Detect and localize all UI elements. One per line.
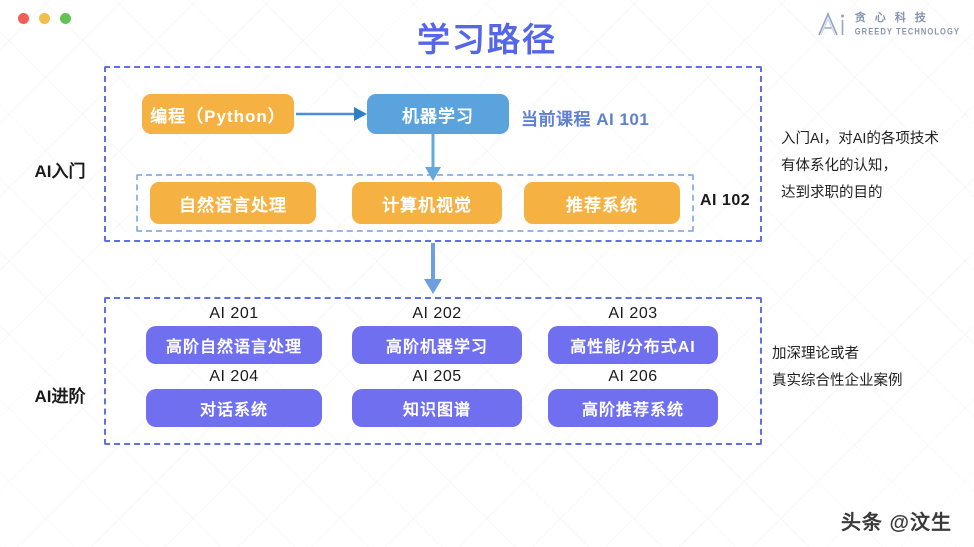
arrow-basic-to-advanced-icon [421, 243, 445, 300]
course-box-ai202[interactable]: 高阶机器学习 [352, 326, 522, 364]
logo-wordmark: 贪 心 科 技 GREEDY TECHNOLOGY [854, 12, 960, 37]
course-box-ai201[interactable]: 高阶自然语言处理 [146, 326, 322, 364]
brand-logo: 贪 心 科 技 GREEDY TECHNOLOGY [815, 10, 960, 38]
window-controls [18, 13, 71, 24]
basic-note-line-3: 达到求职的目的 [781, 185, 883, 201]
close-dot[interactable] [18, 13, 29, 24]
stage-label-basic: AI入门 [34, 162, 86, 181]
course-box-ai205[interactable]: 知识图谱 [352, 389, 522, 427]
arrow-ml-to-ai102-icon [422, 134, 444, 187]
basic-note-line-2: 有体系化的认知， [781, 158, 897, 174]
advanced-section-container [104, 297, 762, 445]
stage-label-advanced: AI进阶 [34, 387, 86, 406]
course-box-machine-learning[interactable]: 机器学习 [367, 94, 509, 134]
basic-note-line-1: 入门AI，对AI的各项技术 [781, 131, 939, 147]
maximize-dot[interactable] [60, 13, 71, 24]
course-code-ai206: AI 206 [608, 368, 658, 385]
course-box-ai203[interactable]: 高性能/分布式AI [548, 326, 718, 364]
current-course-annotation: 当前课程 AI 101 [521, 110, 650, 129]
page-title: 学习路径 [417, 21, 557, 58]
logo-cn-text: 贪 心 科 技 [854, 12, 929, 25]
course-code-ai205: AI 205 [412, 368, 462, 385]
course-box-nlp[interactable]: 自然语言处理 [150, 182, 316, 224]
course-box-python[interactable]: 编程（Python） [142, 94, 294, 134]
course-box-ai204[interactable]: 对话系统 [146, 389, 322, 427]
logo-en-text: GREEDY TECHNOLOGY [854, 25, 960, 37]
minimize-dot[interactable] [39, 13, 50, 24]
course-code-ai204: AI 204 [209, 368, 259, 385]
course-box-computer-vision[interactable]: 计算机视觉 [352, 182, 502, 224]
course-code-ai203: AI 203 [608, 305, 658, 322]
basic-section-note: 入门AI，对AI的各项技术 有体系化的认知， 达到求职的目的 [781, 126, 939, 207]
advanced-note-line-2: 真实综合性企业案例 [772, 373, 903, 389]
advanced-note-line-1: 加深理论或者 [772, 346, 859, 362]
watermark: 头条 @汶生 [840, 512, 952, 534]
advanced-section-note: 加深理论或者 真实综合性企业案例 [772, 341, 903, 395]
course-box-recommendation[interactable]: 推荐系统 [524, 182, 680, 224]
course-code-ai202: AI 202 [412, 305, 462, 322]
greedy-ai-mark-icon [815, 10, 849, 38]
ai102-tag: AI 102 [700, 192, 751, 209]
arrow-python-to-ml-icon [296, 104, 368, 129]
basic-section-container [104, 66, 762, 242]
course-code-ai201: AI 201 [209, 305, 259, 322]
course-box-ai206[interactable]: 高阶推荐系统 [548, 389, 718, 427]
ai102-group-container [136, 174, 694, 232]
